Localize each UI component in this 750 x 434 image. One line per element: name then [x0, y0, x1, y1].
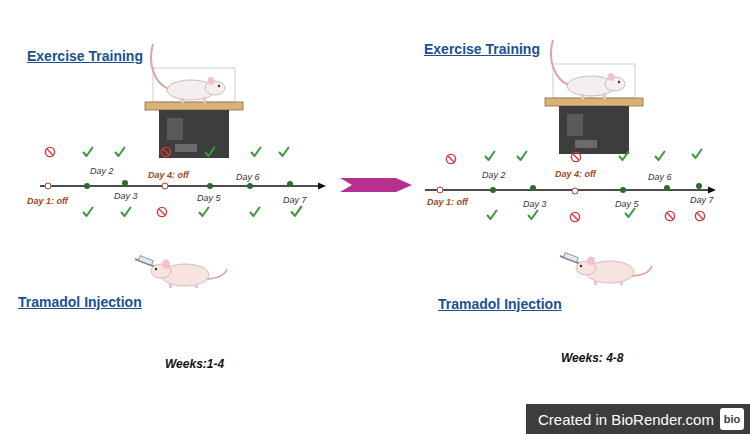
day-label: Day 7	[690, 195, 714, 205]
section-heading: Exercise Training	[424, 41, 540, 57]
section-heading: Tramadol Injection	[438, 296, 562, 312]
injected-mouse	[135, 256, 227, 288]
day-label: Day 3	[523, 199, 547, 209]
rest-day-label: Day 1: off	[27, 196, 68, 206]
day-label: Day 6	[648, 172, 672, 182]
rest-day-label: Day 1: off	[427, 197, 468, 207]
injected-mouse	[560, 253, 652, 285]
progression-chevron	[340, 178, 412, 192]
treadmill-rat	[545, 40, 643, 154]
day-label: Day 2	[482, 170, 506, 180]
day-status-symbols	[446, 150, 704, 222]
logo-mark: bio	[720, 408, 744, 430]
day-label: Day 3	[114, 191, 138, 201]
day-label: Day 7	[283, 195, 307, 205]
day-label: Day 2	[90, 166, 114, 176]
day-label: Day 5	[197, 193, 221, 203]
watermark-text: Created in BioRender.com	[538, 411, 714, 428]
day-label: Day 6	[236, 172, 260, 182]
rest-day-label: Day 4: off	[148, 170, 189, 180]
section-heading: Tramadol Injection	[18, 294, 142, 310]
day-label: Day 5	[615, 199, 639, 209]
rest-day-label: Day 4: off	[555, 169, 596, 179]
treadmill-rat	[145, 44, 243, 158]
section-heading: Exercise Training	[27, 48, 143, 64]
timeline	[425, 183, 716, 194]
period-label: Weeks: 4-8	[561, 352, 623, 366]
day-status-symbols	[45, 147, 301, 216]
watermark-badge: Created in BioRender.com bio	[526, 404, 750, 434]
period-label: Weeks:1-4	[165, 358, 224, 372]
timeline	[40, 180, 326, 190]
